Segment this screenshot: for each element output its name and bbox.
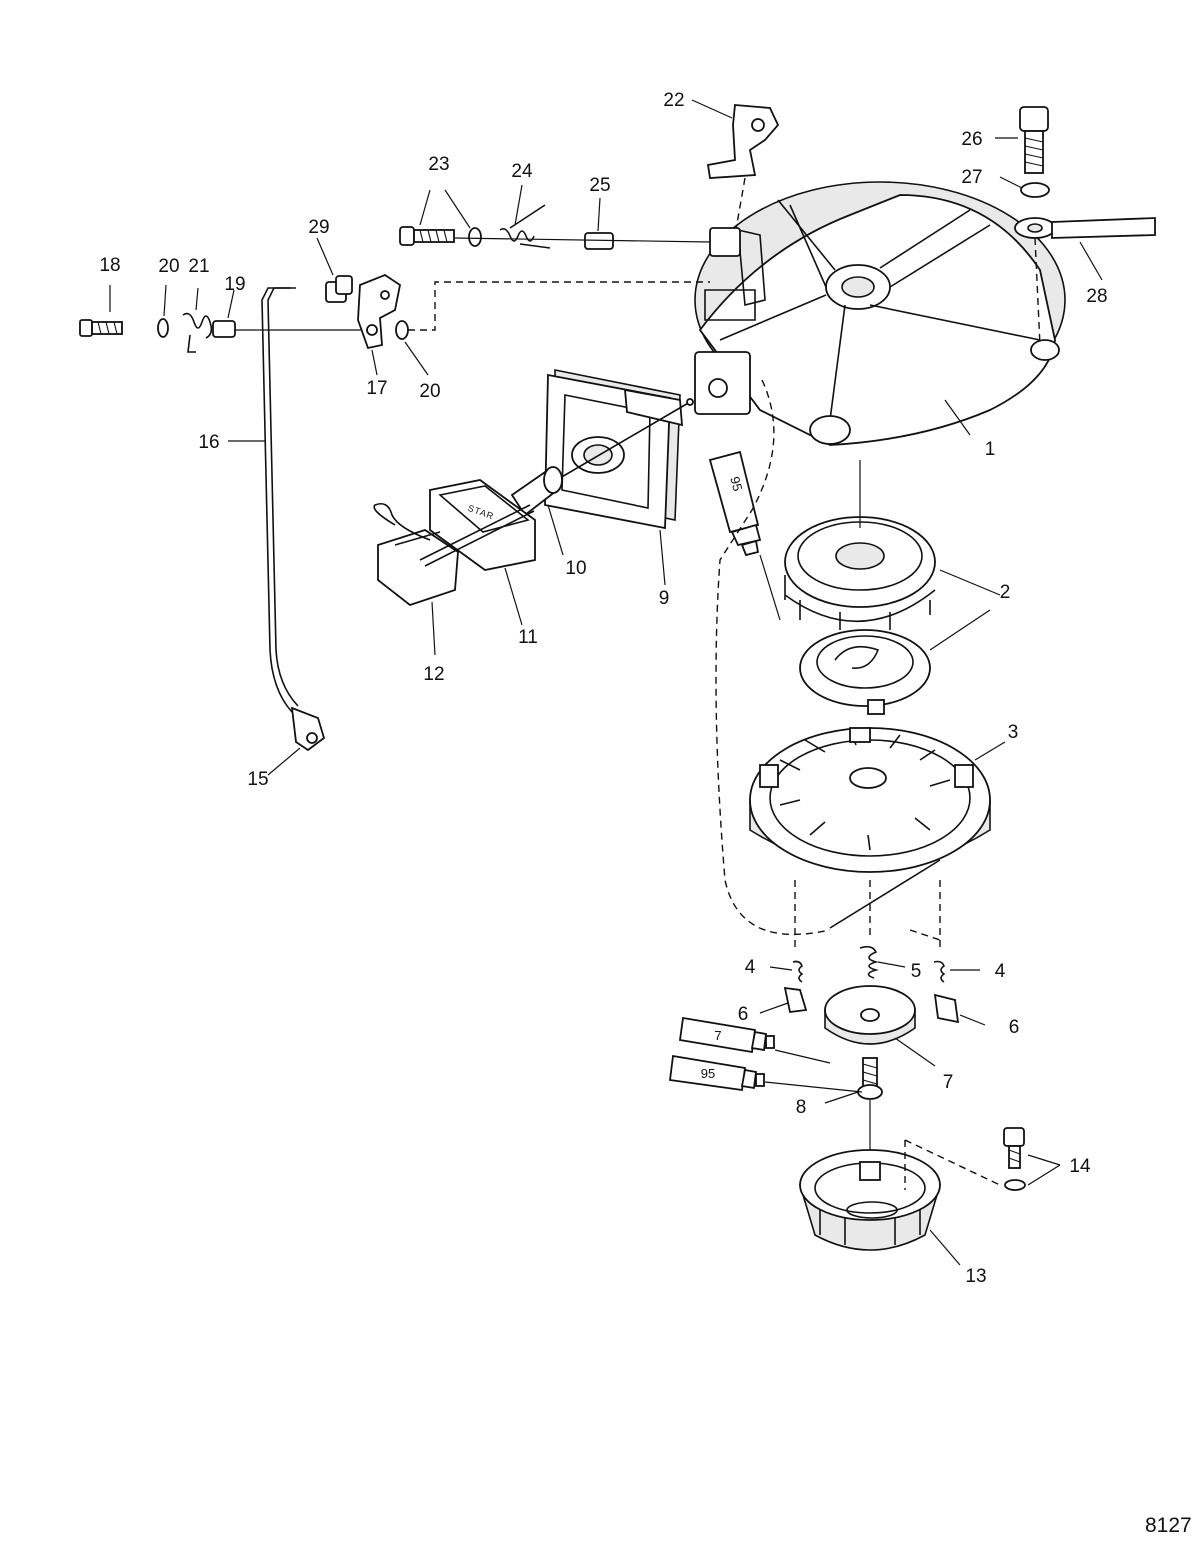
callout-24: 24 — [511, 161, 533, 182]
pulley-part-3 — [749, 727, 991, 873]
washer-part-23 — [468, 227, 482, 247]
starter-rope-path — [715, 379, 831, 936]
callout-6-left: 6 — [738, 1004, 749, 1025]
handle-housing-part-9 — [544, 369, 683, 530]
figure-number: 8127 — [1145, 1514, 1192, 1537]
leader-lines — [109, 99, 1103, 1266]
connector-part-15 — [290, 706, 326, 752]
callout-25: 25 — [589, 175, 610, 196]
callout-12: 12 — [423, 664, 444, 685]
grommet-part-10 — [510, 466, 563, 517]
lubricant-tube-95: 95 — [668, 1054, 765, 1092]
callout-8: 8 — [796, 1097, 807, 1118]
starter-housing — [694, 181, 1066, 446]
washer-part-14 — [1004, 1179, 1026, 1191]
lever-part-22 — [706, 104, 780, 236]
callout-9: 9 — [659, 588, 670, 609]
callout-labels: 1 2 3 4 4 5 6 6 7 8 9 10 11 12 13 14 15 … — [99, 90, 1107, 1287]
callout-5: 5 — [911, 961, 922, 982]
handle-insert-part-12 — [377, 529, 459, 607]
center-spring-part-5 — [859, 945, 879, 979]
bushing-part-19 — [212, 320, 236, 338]
pawl-spring-part-4-right — [933, 960, 946, 983]
callout-6-right: 6 — [1009, 1017, 1020, 1038]
callout-4-right: 4 — [995, 961, 1006, 982]
pivot-post — [709, 227, 741, 257]
callout-15: 15 — [247, 769, 268, 790]
bolt-part-8 — [857, 1057, 883, 1100]
drive-cup-part-13 — [798, 1149, 942, 1251]
pawl-part-6-right — [933, 993, 960, 1024]
callout-3: 3 — [1008, 722, 1019, 743]
pawl-retainer-part-7 — [824, 985, 916, 1045]
cam-part-17 — [357, 273, 402, 350]
lubricant-tube-upper: 95 — [708, 450, 762, 557]
rewind-spring-part-2 — [799, 629, 931, 715]
pawl-spring-part-4-left — [792, 960, 804, 983]
callout-26: 26 — [961, 129, 982, 150]
callout-2: 2 — [1000, 582, 1011, 603]
callout-20-left: 20 — [158, 256, 179, 277]
spring-part-21 — [182, 312, 213, 353]
callout-7: 7 — [943, 1072, 954, 1093]
upper-tube-label: 95 — [727, 475, 745, 493]
lower-tube-b-label: 95 — [701, 1066, 715, 1081]
screw-part-18 — [79, 319, 123, 337]
callout-11: 11 — [518, 627, 538, 648]
rope-knot — [373, 502, 431, 541]
callout-13: 13 — [965, 1266, 986, 1287]
washer-part-20-right — [395, 320, 409, 340]
callout-4-left: 4 — [745, 957, 756, 978]
callout-17: 17 — [366, 378, 387, 399]
callout-16: 16 — [198, 432, 219, 453]
callout-28: 28 — [1086, 286, 1107, 307]
start-handle-part-11: STAR — [429, 479, 536, 571]
rope-end — [829, 859, 941, 929]
callout-14: 14 — [1069, 1156, 1091, 1177]
callout-20-right: 20 — [419, 381, 440, 402]
callout-27: 27 — [961, 167, 982, 188]
callout-18: 18 — [99, 255, 120, 276]
ground-lead-part-28 — [1014, 217, 1156, 239]
pawl-part-6-left — [783, 986, 808, 1013]
washer-part-27 — [1020, 182, 1050, 198]
rewind-spring-cup-part-2 — [784, 516, 936, 630]
lower-tube-a-label: 7 — [714, 1028, 721, 1043]
bolt-part-26 — [1019, 106, 1049, 174]
callout-10: 10 — [565, 558, 586, 579]
lubricant-tube-7: 7 — [678, 1016, 775, 1054]
callout-1: 1 — [985, 439, 996, 460]
spring-part-24 — [499, 204, 551, 249]
link-rod-part-16 — [261, 287, 293, 713]
clip-part-29 — [325, 275, 353, 303]
callout-19: 19 — [224, 274, 245, 295]
washer-part-20-left — [157, 318, 169, 338]
callout-23: 23 — [428, 154, 449, 175]
callout-22: 22 — [663, 90, 684, 111]
screw-part-14 — [1003, 1127, 1025, 1169]
callout-29: 29 — [308, 217, 329, 238]
screw-part-23 — [399, 226, 455, 246]
callout-21: 21 — [188, 256, 209, 277]
